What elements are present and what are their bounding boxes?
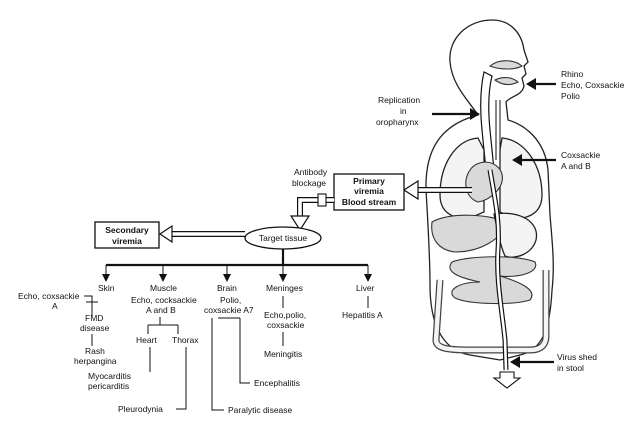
secondary-line1: Secondary bbox=[105, 225, 149, 235]
lungs-line1: Coxsackie bbox=[561, 150, 600, 160]
muscle-thorax: Thorax bbox=[172, 335, 199, 345]
skin-rash1: Rash bbox=[85, 346, 105, 356]
to-secondary-arrow bbox=[158, 224, 245, 244]
brain-branch: Brain Polio, coxsackie A7 Paralytic dise… bbox=[204, 283, 293, 415]
meninges-virus1: Echo,polio, bbox=[264, 310, 306, 320]
primary-viremia-box: Primary viremia Blood stream bbox=[333, 173, 405, 211]
colon-inner bbox=[433, 270, 549, 353]
muscle-myo2: pericarditis bbox=[88, 381, 129, 391]
skin-fmd1: FMD bbox=[85, 313, 103, 323]
liver bbox=[431, 214, 506, 253]
skin-fmd2: disease bbox=[80, 323, 110, 333]
exit-arrow bbox=[492, 371, 522, 389]
primary-line1: Primary bbox=[353, 176, 385, 186]
skin-virus: Echo, coxsackie bbox=[18, 291, 80, 301]
brain-header: Brain bbox=[217, 283, 237, 293]
meninges-virus2: coxsackie bbox=[267, 320, 305, 330]
muscle-myo1: Myocarditis bbox=[88, 371, 131, 381]
primary-line2: viremia bbox=[354, 186, 384, 196]
liver-branch: Liver Hepatitis A bbox=[342, 283, 383, 320]
replication-line3: oropharynx bbox=[376, 117, 419, 127]
replication-line1: Replication bbox=[378, 95, 420, 105]
shed-line2: in stool bbox=[557, 363, 584, 373]
entry-polio: Polio bbox=[561, 91, 580, 101]
secondary-viremia-box: Secondary viremia bbox=[94, 221, 160, 249]
brain-virus1: Polio, bbox=[220, 295, 241, 305]
skin-rash2: herpangina bbox=[74, 356, 117, 366]
skin-header: Skin bbox=[98, 283, 115, 293]
replication-line2: in bbox=[400, 106, 407, 116]
meninges-branch: Meninges Echo,polio, coxsackie Meningiti… bbox=[254, 283, 306, 388]
oral-cavity bbox=[493, 77, 519, 85]
muscle-header: Muscle bbox=[150, 283, 177, 293]
human-figure bbox=[425, 19, 554, 371]
antibody-line1: Antibody bbox=[294, 167, 328, 177]
brain-paralytic: Paralytic disease bbox=[228, 405, 293, 415]
nasal-cavity bbox=[488, 60, 523, 70]
antibody-line2: blockage bbox=[292, 178, 326, 188]
muscle-pleuro: Pleurodynia bbox=[118, 404, 163, 414]
target-tissue-node: Target tissue bbox=[244, 226, 322, 250]
digestive-path-inner bbox=[488, 169, 508, 371]
liver-virus: Hepatitis A bbox=[342, 310, 383, 320]
muscle-branch: Muscle Echo, cocksackie A and B Heart Th… bbox=[88, 283, 199, 414]
entry-echo-coxsackie: Echo, Coxsackie bbox=[561, 80, 625, 90]
meninges-meningitis: Meningitis bbox=[264, 349, 302, 359]
entry-rhino: Rhino bbox=[561, 69, 583, 79]
tissue-tree bbox=[102, 249, 372, 282]
brain-virus2: coxsackie A7 bbox=[204, 305, 254, 315]
meninges-encephalitis: Encephalitis bbox=[254, 378, 300, 388]
entry-labels: Rhino Echo, Coxsackie Polio Replication … bbox=[376, 69, 625, 373]
meninges-header: Meninges bbox=[266, 283, 303, 293]
skin-virus2: A bbox=[52, 301, 58, 311]
antibody-blockage-symbol bbox=[289, 193, 334, 232]
small-intestine bbox=[449, 256, 537, 305]
muscle-virus2: A and B bbox=[146, 305, 176, 315]
secondary-line2: viremia bbox=[112, 236, 142, 246]
shed-line1: Virus shed bbox=[557, 352, 597, 362]
liver-header: Liver bbox=[356, 283, 375, 293]
muscle-virus1: Echo, cocksackie bbox=[131, 295, 197, 305]
lungs-line2: A and B bbox=[561, 161, 591, 171]
primary-line3: Blood stream bbox=[342, 197, 397, 207]
entry-arrows bbox=[402, 78, 556, 389]
target-label: Target tissue bbox=[259, 233, 307, 243]
skin-branch: Skin Echo, coxsackie A FMD disease Rash … bbox=[18, 283, 117, 366]
muscle-heart: Heart bbox=[136, 335, 157, 345]
